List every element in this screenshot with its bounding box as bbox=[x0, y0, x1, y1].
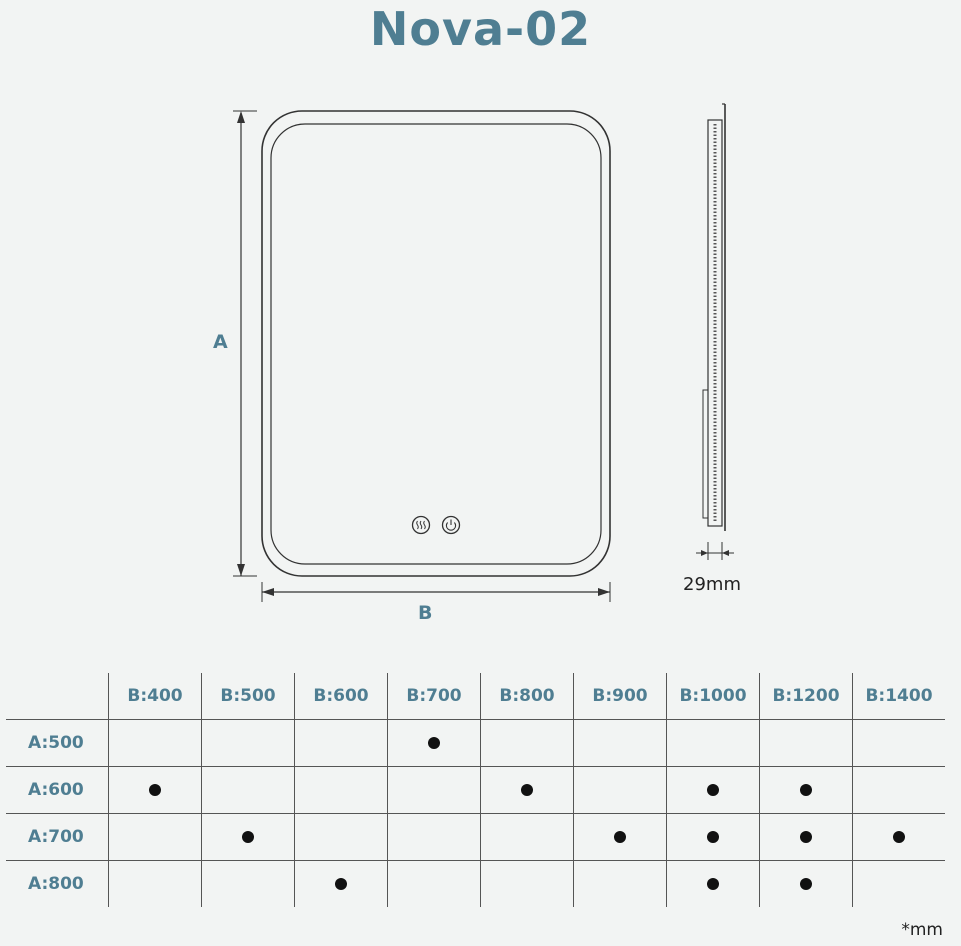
size-cell bbox=[387, 860, 481, 907]
height-label: A bbox=[213, 331, 228, 353]
unit-note: *mm bbox=[901, 920, 943, 940]
column-header: B:500 bbox=[201, 673, 295, 720]
column-header: B:1200 bbox=[759, 673, 853, 720]
height-dimension-line bbox=[233, 110, 257, 577]
size-cell bbox=[759, 719, 853, 767]
technical-drawing bbox=[233, 103, 734, 602]
availability-dot bbox=[149, 783, 161, 796]
availability-dot bbox=[335, 877, 347, 890]
column-header: B:400 bbox=[108, 673, 202, 720]
size-cell bbox=[201, 860, 295, 907]
size-cell bbox=[387, 813, 481, 861]
availability-dot bbox=[521, 783, 533, 796]
product-title: Nova-02 bbox=[369, 2, 592, 56]
size-cell bbox=[480, 719, 574, 767]
table-header-row: B:400 B:500 B:600 B:700 B:800 B:900 B:10… bbox=[6, 673, 945, 720]
size-cell bbox=[480, 813, 574, 861]
side-view-profile bbox=[702, 103, 726, 531]
column-header: B:600 bbox=[294, 673, 388, 720]
size-cell bbox=[387, 719, 481, 767]
size-cell bbox=[573, 719, 667, 767]
size-cell bbox=[294, 719, 388, 767]
row-header: A:700 bbox=[6, 813, 109, 861]
column-header: B:800 bbox=[480, 673, 574, 720]
size-cell bbox=[108, 766, 202, 814]
availability-dot bbox=[242, 830, 254, 843]
table-row: A:800 bbox=[6, 860, 945, 907]
availability-dot bbox=[614, 830, 626, 843]
size-cell bbox=[480, 860, 574, 907]
size-cell bbox=[666, 860, 760, 907]
size-cell bbox=[852, 813, 945, 861]
availability-dot bbox=[893, 830, 905, 843]
table-row: A:500 bbox=[6, 719, 945, 767]
size-cell bbox=[294, 813, 388, 861]
width-dimension-line bbox=[261, 582, 611, 602]
size-cell bbox=[480, 766, 574, 814]
size-cell bbox=[759, 860, 853, 907]
table-row: A:700 bbox=[6, 813, 945, 861]
size-cell bbox=[573, 766, 667, 814]
size-cell bbox=[201, 719, 295, 767]
availability-dot bbox=[428, 736, 440, 749]
row-header: A:500 bbox=[6, 719, 109, 767]
size-cell bbox=[108, 719, 202, 767]
mirror-inner-frame bbox=[270, 123, 602, 565]
mirror-outer-frame bbox=[261, 110, 611, 577]
size-cell bbox=[852, 719, 945, 767]
size-cell bbox=[852, 860, 945, 907]
thickness-dimension-line bbox=[696, 542, 734, 560]
size-availability-table: B:400 B:500 B:600 B:700 B:800 B:900 B:10… bbox=[6, 673, 945, 907]
size-cell bbox=[201, 813, 295, 861]
column-header: B:900 bbox=[573, 673, 667, 720]
heat-icon bbox=[411, 515, 431, 535]
column-header: B:1000 bbox=[666, 673, 760, 720]
table-corner bbox=[6, 673, 109, 720]
availability-dot bbox=[707, 783, 719, 796]
availability-dot bbox=[800, 783, 812, 796]
size-cell bbox=[201, 766, 295, 814]
power-icon bbox=[441, 515, 461, 535]
size-cell bbox=[387, 766, 481, 814]
size-cell bbox=[573, 860, 667, 907]
availability-dot bbox=[707, 877, 719, 890]
size-cell bbox=[294, 860, 388, 907]
availability-dot bbox=[800, 830, 812, 843]
width-label: B bbox=[418, 602, 433, 624]
size-cell bbox=[666, 813, 760, 861]
size-cell bbox=[852, 766, 945, 814]
table-row: A:600 bbox=[6, 766, 945, 814]
row-header: A:600 bbox=[6, 766, 109, 814]
size-cell bbox=[759, 766, 853, 814]
size-cell bbox=[759, 813, 853, 861]
size-cell bbox=[573, 813, 667, 861]
size-cell bbox=[666, 719, 760, 767]
availability-dot bbox=[707, 830, 719, 843]
size-cell bbox=[108, 860, 202, 907]
column-header: B:1400 bbox=[852, 673, 945, 720]
thickness-label: 29mm bbox=[683, 574, 741, 595]
size-cell bbox=[294, 766, 388, 814]
size-cell bbox=[666, 766, 760, 814]
availability-dot bbox=[800, 877, 812, 890]
row-header: A:800 bbox=[6, 860, 109, 907]
column-header: B:700 bbox=[387, 673, 481, 720]
size-cell bbox=[108, 813, 202, 861]
